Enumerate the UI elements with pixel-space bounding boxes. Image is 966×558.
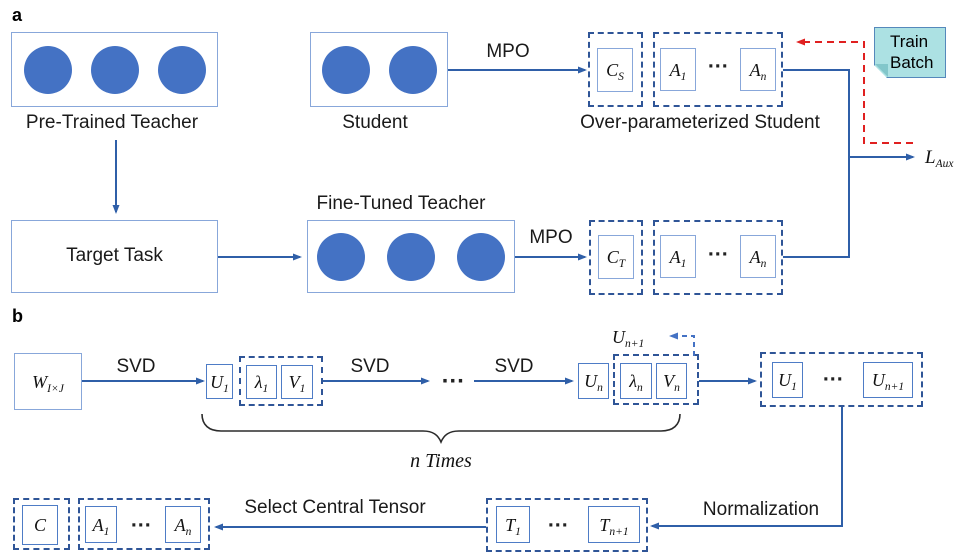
u-row-first-cell: U1 — [772, 362, 803, 398]
lambda1-cell: λ1 — [246, 365, 277, 399]
neuron-circle — [317, 232, 365, 281]
fine-tuned-teacher-box — [307, 220, 515, 293]
math-lambdan: λn — [629, 371, 643, 394]
student-core-cell: CS — [597, 48, 633, 92]
note-fold-icon — [875, 64, 888, 77]
neuron-circle — [387, 232, 435, 281]
pretrained-teacher-label: Pre-Trained Teacher — [25, 112, 199, 133]
fine-tuned-teacher-label: Fine-Tuned Teacher — [316, 193, 486, 214]
u-row-group — [760, 352, 923, 407]
math-t1: T1 — [505, 514, 521, 538]
central-tensor-group — [13, 498, 70, 550]
neuron-circle — [457, 232, 505, 281]
neuron-circle — [157, 45, 206, 94]
math-aux-n: An — [749, 59, 767, 83]
svd-label-1: SVD — [116, 356, 156, 377]
teacher-aux-group — [653, 220, 783, 295]
aux-loss-label: LAux — [925, 147, 954, 170]
math-t-np1: Tn+1 — [599, 514, 629, 538]
lambdan-cell: λn — [620, 363, 652, 399]
teacher-aux-first-cell: A1 — [660, 235, 696, 278]
math-an: An — [174, 514, 192, 538]
wire-student-teacher-join — [783, 69, 850, 258]
central-tensor-cell: C — [22, 505, 58, 545]
weight-matrix-box: WI×J — [14, 353, 82, 410]
un-cell: Un — [578, 363, 609, 399]
ellipsis: ··· — [822, 370, 844, 390]
target-task-box: Target Task — [11, 220, 218, 293]
t-row-group — [486, 498, 648, 552]
teacher-core-group — [589, 220, 643, 295]
ellipsis: ··· — [707, 245, 729, 265]
aux-first-cell: A1 — [85, 506, 117, 543]
ellipsis: ··· — [441, 370, 465, 392]
target-task-label: Target Task — [66, 245, 163, 267]
student-aux-first-cell: A1 — [660, 48, 696, 91]
svd-label-2: SVD — [350, 356, 390, 377]
aux-last-cell: An — [165, 506, 201, 543]
math-v1: V1 — [288, 372, 306, 395]
student-box — [310, 32, 448, 107]
student-aux-group — [653, 32, 783, 107]
u-row-last-cell: Un+1 — [863, 362, 913, 398]
panel-a-label: a — [12, 5, 23, 25]
math-c: C — [33, 515, 46, 535]
math-aux-1: A1 — [669, 246, 687, 270]
u-np1-note-label: Un+1 — [612, 327, 645, 350]
student-core-group — [588, 32, 643, 107]
neuron-circle — [388, 45, 437, 94]
neuron-circle — [23, 45, 72, 94]
pretrained-teacher-box — [11, 32, 218, 107]
overparam-student-label: Over-parameterized Student — [580, 112, 820, 133]
math-w: WI×J — [32, 371, 64, 395]
u1-cell: U1 — [206, 364, 233, 399]
teacher-core-cell: CT — [598, 235, 634, 279]
aux-tensor-group — [78, 498, 210, 550]
student-label: Student — [342, 112, 408, 133]
student-aux-last-cell: An — [740, 48, 776, 91]
t-row-last-cell: Tn+1 — [588, 506, 640, 543]
math-core-t: CT — [606, 247, 626, 270]
train-batch-note: Train Batch — [874, 27, 946, 78]
math-core-s: CS — [606, 60, 624, 83]
ellipsis: ··· — [547, 516, 569, 536]
math-aux-1: A1 — [669, 59, 687, 83]
math-u-np1: Un+1 — [871, 370, 905, 393]
math-a1: A1 — [92, 514, 110, 538]
lambda-v-group-1 — [239, 356, 323, 406]
select-central-tensor-label: Select Central Tensor — [244, 497, 426, 518]
ellipsis: ··· — [707, 57, 729, 77]
underbrace-n-times — [201, 413, 681, 445]
mpo-bottom-label: MPO — [529, 227, 573, 248]
mpo-top-label: MPO — [486, 41, 530, 62]
neuron-circle — [90, 45, 139, 94]
ellipsis: ··· — [130, 516, 152, 536]
math-vn: Vn — [663, 371, 680, 394]
math-u1: U1 — [210, 371, 229, 395]
arrow-u-np1-dashed — [669, 332, 695, 356]
svd-label-3: SVD — [494, 356, 534, 377]
math-un: Un — [584, 371, 603, 394]
panel-b-label: b — [12, 306, 23, 326]
v1-cell: V1 — [281, 365, 313, 399]
teacher-aux-last-cell: An — [740, 235, 776, 278]
normalization-label: Normalization — [702, 499, 820, 520]
math-aux-n: An — [749, 246, 767, 270]
t-row-first-cell: T1 — [496, 506, 530, 543]
lambda-v-group-n — [613, 354, 699, 405]
n-times-label: n Times — [410, 450, 472, 472]
vn-cell: Vn — [656, 363, 687, 399]
train-batch-label: Train Batch — [890, 32, 934, 73]
math-u1: U1 — [778, 370, 797, 393]
neuron-circle — [321, 45, 370, 94]
math-lambda1: λ1 — [254, 372, 269, 395]
